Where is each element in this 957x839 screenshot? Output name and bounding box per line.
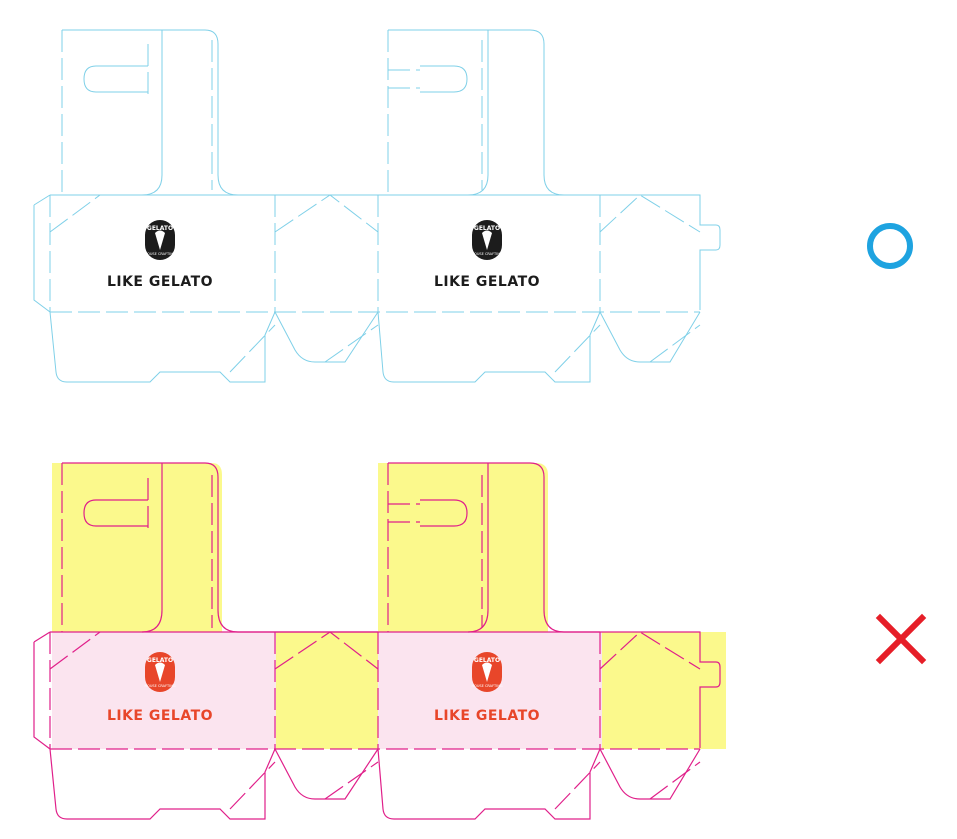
- logo-correct-2: GELATO HOUSE CRAFTING LIKE GELATO: [434, 220, 540, 290]
- svg-text:GELATO: GELATO: [147, 225, 173, 232]
- logo-correct-1: GELATO HOUSE CRAFTING LIKE GELATO: [107, 220, 213, 290]
- svg-text:GELATO: GELATO: [474, 225, 500, 232]
- svg-text:GELATO: GELATO: [474, 657, 500, 664]
- logo-incorrect-2: GELATO HOUSE CRAFTING LIKE GELATO: [434, 652, 540, 724]
- svg-text:HOUSE CRAFTING: HOUSE CRAFTING: [471, 252, 502, 256]
- svg-text:LIKE GELATO: LIKE GELATO: [434, 274, 540, 290]
- dieline-incorrect-lines: [33, 462, 721, 820]
- dieline-correct-lines: [33, 29, 721, 383]
- correct-mark-icon: [867, 223, 913, 269]
- svg-text:HOUSE CRAFTING: HOUSE CRAFTING: [471, 684, 502, 688]
- logo-incorrect-1: GELATO HOUSE CRAFTING LIKE GELATO: [107, 652, 213, 724]
- incorrect-mark-icon: [875, 613, 927, 665]
- svg-text:HOUSE CRAFTING: HOUSE CRAFTING: [144, 684, 175, 688]
- dieline-incorrect-fills: [52, 463, 726, 749]
- svg-text:HOUSE CRAFTING: HOUSE CRAFTING: [144, 252, 175, 256]
- svg-text:GELATO: GELATO: [147, 657, 173, 664]
- svg-text:LIKE GELATO: LIKE GELATO: [107, 708, 213, 724]
- svg-text:LIKE GELATO: LIKE GELATO: [107, 274, 213, 290]
- svg-text:LIKE GELATO: LIKE GELATO: [434, 708, 540, 724]
